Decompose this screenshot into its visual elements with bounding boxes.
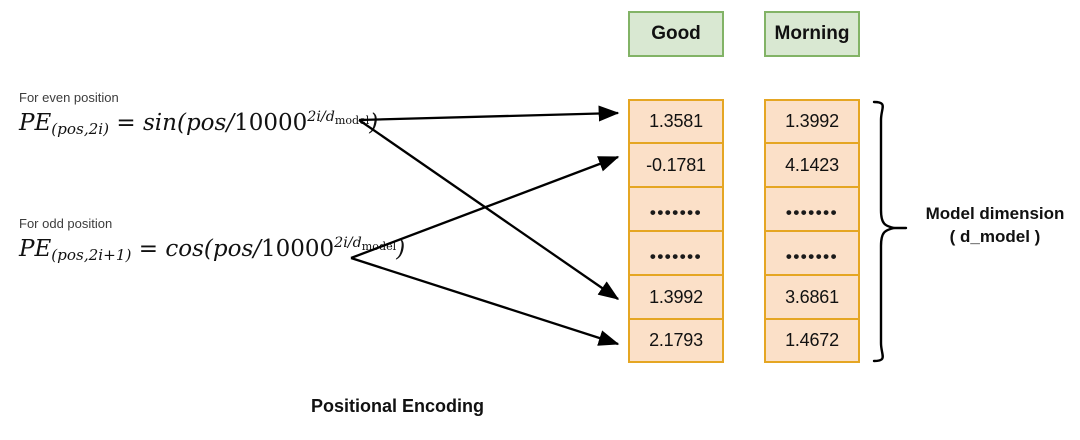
token-box-morning: Morning [764, 11, 860, 57]
encoding-cell-ellipsis: ••••••• [628, 231, 724, 275]
formula-even-body: PE(pos,2i) = sin(pos/100002i/dmodel) [19, 109, 378, 138]
formula-odd-exp-d-subscript: model [361, 239, 397, 253]
encoding-cell: 3.6861 [764, 275, 860, 319]
encoding-cell-ellipsis: ••••••• [764, 187, 860, 231]
formula-odd-open-paren: ( [203, 235, 213, 262]
formula-odd-body: PE(pos,2i+1) = cos(pos/100002i/dmodel) [19, 235, 405, 264]
formula-odd-pe: PE [19, 235, 52, 262]
formula-odd-exp-numerator: 2i [334, 235, 348, 251]
encoding-cell: -0.1781 [628, 143, 724, 187]
formula-even-base: 10000 [234, 109, 308, 136]
formula-odd-base: 10000 [261, 235, 335, 262]
model-dimension-title: Model dimension [925, 204, 1065, 223]
formula-even-arg: pos [185, 109, 227, 136]
formula-odd-func: cos [165, 235, 204, 262]
dimension-brace [872, 100, 896, 363]
token-box-good: Good [628, 11, 724, 57]
formula-even-position: For even position PE(pos,2i) = sin(pos/1… [19, 90, 378, 138]
encoding-cell: 4.1423 [764, 143, 860, 187]
arrow-even-to-row1 [358, 105, 620, 122]
formula-even-subscript: (pos,2i) [51, 120, 110, 139]
arrow-odd-to-row6 [350, 256, 620, 346]
formula-odd-subscript: (pos,2i+1) [51, 246, 132, 265]
formula-even-close-paren: ) [369, 109, 379, 136]
formula-even-slash: / [226, 109, 235, 136]
formula-even-caption: For even position [19, 90, 119, 105]
token-label-good: Good [651, 23, 701, 44]
formula-odd-position: For odd position PE(pos,2i+1) = cos(pos/… [19, 216, 405, 264]
diagram-caption: Positional Encoding [310, 396, 484, 416]
formula-even-exp-slash: / [320, 109, 326, 125]
encoding-cell-ellipsis: ••••••• [628, 187, 724, 231]
encoding-cell: 2.1793 [628, 319, 724, 363]
formula-even-exp-d-subscript: model [334, 113, 370, 127]
arrow-even-to-row5 [358, 119, 620, 300]
formula-odd-exp-d: d [352, 235, 362, 251]
formula-even-open-paren: ( [176, 109, 186, 136]
encoding-cell: 1.3992 [764, 99, 860, 143]
formula-even-func: sin [142, 109, 177, 136]
formula-even-pe: PE [19, 109, 52, 136]
model-dimension-label: Model dimension ( d_model ) [912, 203, 1078, 249]
formula-odd-equals: = [138, 235, 159, 262]
formula-even-exp-numerator: 2i [307, 109, 321, 125]
formula-odd-exponent: 2i/dmodel [334, 235, 397, 253]
formula-even-exp-d: d [325, 109, 335, 125]
encoding-column-morning: 1.3992 4.1423 ••••••• ••••••• 3.6861 1.4… [764, 99, 860, 363]
encoding-cell-ellipsis: ••••••• [764, 231, 860, 275]
formula-odd-close-paren: ) [396, 235, 406, 262]
encoding-cell: 1.3581 [628, 99, 724, 143]
model-dimension-subtitle: ( d_model ) [949, 226, 1041, 246]
encoding-column-good: 1.3581 -0.1781 ••••••• ••••••• 1.3992 2.… [628, 99, 724, 363]
token-label-morning: Morning [774, 23, 850, 44]
encoding-cell: 1.3992 [628, 275, 724, 319]
formula-even-equals: = [116, 109, 136, 136]
formula-odd-exp-slash: / [347, 235, 353, 251]
formula-odd-arg: pos [212, 235, 254, 262]
encoding-cell: 1.4672 [764, 319, 860, 363]
formula-odd-caption: For odd position [19, 216, 113, 231]
formula-even-exponent: 2i/dmodel [307, 109, 370, 127]
formula-odd-slash: / [253, 235, 261, 262]
